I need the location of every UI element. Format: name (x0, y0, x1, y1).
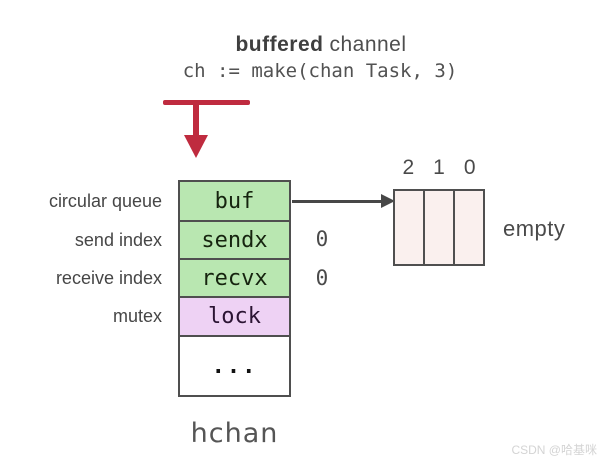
hchan-caption: hchan (190, 418, 279, 449)
struct-row-sendx: sendx (178, 220, 291, 260)
struct-row-recvx: recvx (178, 258, 291, 298)
buffer-index-labels: 2 1 0 (393, 156, 485, 180)
recvx-value: 0 (315, 266, 329, 290)
hchan-struct: buf sendx recvx lock ... (178, 180, 291, 397)
field-sendx: sendx (201, 227, 268, 253)
buffer-cell-0 (453, 189, 485, 266)
struct-row-lock: lock (178, 296, 291, 337)
buffer-index-2: 2 (402, 156, 415, 179)
field-buf: buf (214, 188, 255, 214)
struct-row-ellipsis: ... (178, 335, 291, 397)
buffer-index-1: 1 (433, 156, 445, 179)
buffer-cell-1 (423, 189, 455, 266)
buf-pointer-line (292, 200, 383, 203)
csdn-watermark: CSDN @哈基咪 (511, 443, 597, 457)
struct-row-buf: buf (178, 180, 291, 222)
sendx-value: 0 (315, 227, 329, 251)
buffer-status-label: empty (503, 216, 566, 241)
field-lock: lock (208, 304, 261, 329)
label-send-index: send index (74, 230, 162, 250)
label-mutex: mutex (112, 306, 162, 326)
title-bold-part: buffered (235, 33, 324, 56)
label-receive-index: receive index (55, 268, 162, 288)
red-arrow-bar (163, 100, 250, 105)
red-arrow-down-head (184, 135, 208, 158)
ring-buffer-array (393, 189, 485, 266)
title-rest-part: channel (329, 33, 407, 56)
field-ellipsis: ... (211, 353, 258, 379)
red-arrow-stem (193, 103, 199, 136)
buffer-index-0: 0 (463, 156, 476, 179)
channel-make-code: ch := make(chan Task, 3) (182, 60, 458, 82)
field-recvx: recvx (201, 265, 268, 291)
buf-pointer-arrow-head (381, 194, 395, 208)
buffer-cell-2 (393, 189, 425, 266)
label-circular-queue: circular queue (48, 191, 162, 211)
